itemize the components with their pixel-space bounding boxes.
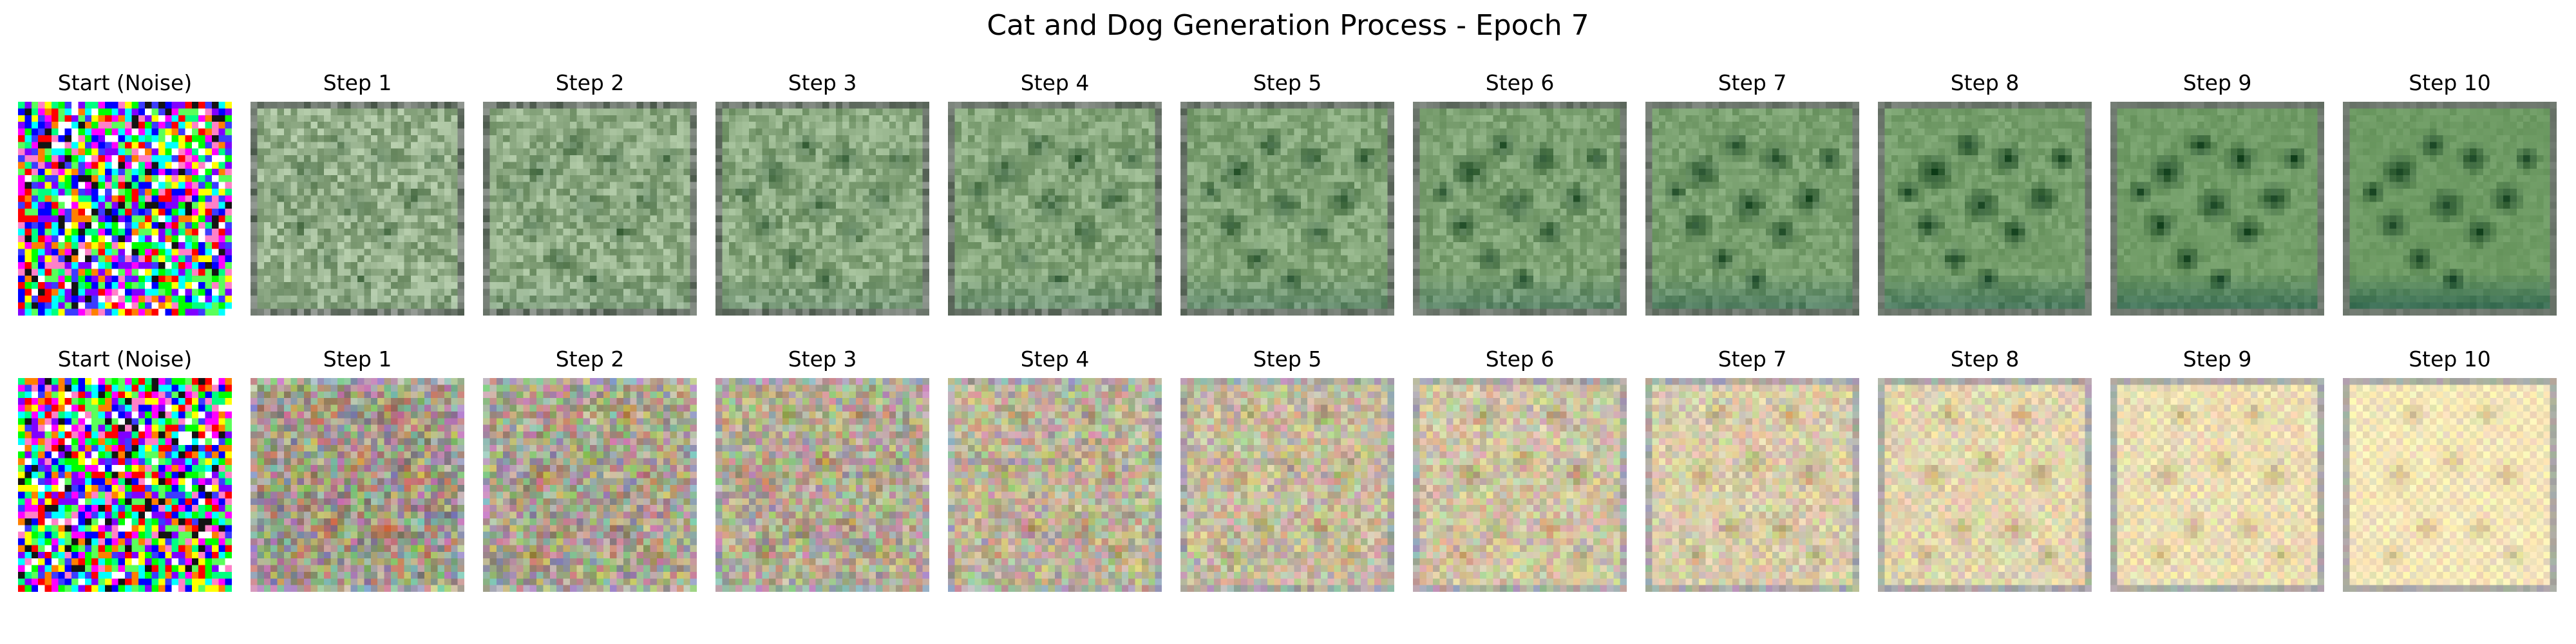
- panel-row2-step-1: Step 1: [251, 345, 464, 615]
- panel-row2-step-9: Step 9: [2110, 345, 2324, 615]
- generated-image: [1413, 102, 1627, 316]
- panel-title: Step 9: [2183, 70, 2252, 95]
- panel-title: Step 6: [1485, 70, 1555, 95]
- panel-title: Step 6: [1485, 346, 1555, 372]
- generated-image: [2343, 102, 2557, 316]
- panel-title: Step 4: [1020, 70, 1090, 95]
- generated-image: [18, 102, 232, 316]
- panel-title: Step 1: [323, 346, 392, 372]
- panel-row1-step-10: Step 10: [2343, 68, 2557, 339]
- generated-image: [948, 378, 1162, 592]
- generated-image: [251, 378, 464, 592]
- panel-title: Start (Noise): [57, 70, 193, 95]
- panel-row2-step-7: Step 7: [1645, 345, 1859, 615]
- panel-title: Step 8: [1950, 346, 2020, 372]
- panel-row2-step-2: Step 2: [483, 345, 697, 615]
- panel-title: Step 8: [1950, 70, 2020, 95]
- panel-title: Step 5: [1253, 70, 1322, 95]
- panel-row1-step-9: Step 9: [2110, 68, 2324, 339]
- generated-image: [948, 102, 1162, 316]
- generated-image: [1180, 378, 1394, 592]
- generated-image: [2110, 378, 2324, 592]
- panel-title: Step 2: [555, 346, 625, 372]
- panel-title: Step 5: [1253, 346, 1322, 372]
- panel-row2-start-noise: Start (Noise): [18, 345, 232, 615]
- generated-image: [715, 378, 929, 592]
- panel-row1-step-5: Step 5: [1180, 68, 1394, 339]
- image-row-green: Start (Noise) Step 1 Step 2 Step 3 Step …: [18, 68, 2558, 339]
- panel-row1-step-2: Step 2: [483, 68, 697, 339]
- panel-title: Step 4: [1020, 346, 1090, 372]
- panel-row1-start-noise: Start (Noise): [18, 68, 232, 339]
- panel-title: Step 7: [1718, 70, 1787, 95]
- figure-title: Cat and Dog Generation Process - Epoch 7: [987, 9, 1589, 42]
- panel-title: Step 3: [788, 346, 857, 372]
- panel-row1-step-8: Step 8: [1878, 68, 2092, 339]
- panel-row2-step-10: Step 10: [2343, 345, 2557, 615]
- panel-row1-step-3: Step 3: [715, 68, 929, 339]
- generated-image: [483, 378, 697, 592]
- panel-title: Step 2: [555, 70, 625, 95]
- panel-row2-step-5: Step 5: [1180, 345, 1394, 615]
- panel-row1-step-7: Step 7: [1645, 68, 1859, 339]
- panel-title: Step 1: [323, 70, 392, 95]
- panel-title: Step 7: [1718, 346, 1787, 372]
- panel-row2-step-6: Step 6: [1413, 345, 1627, 615]
- panel-row1-step-1: Step 1: [251, 68, 464, 339]
- generated-image: [18, 378, 232, 592]
- panel-row1-step-4: Step 4: [948, 68, 1162, 339]
- generated-image: [2110, 102, 2324, 316]
- generated-image: [1180, 102, 1394, 316]
- panel-title: Start (Noise): [57, 346, 193, 372]
- generated-image: [1878, 102, 2092, 316]
- panel-title: Step 10: [2409, 70, 2491, 95]
- generated-image: [483, 102, 697, 316]
- panel-row2-step-3: Step 3: [715, 345, 929, 615]
- generated-image: [1645, 378, 1859, 592]
- panel-title: Step 9: [2183, 346, 2252, 372]
- panel-title: Step 10: [2409, 346, 2491, 372]
- generated-image: [2343, 378, 2557, 592]
- panel-row2-step-4: Step 4: [948, 345, 1162, 615]
- panel-row1-step-6: Step 6: [1413, 68, 1627, 339]
- generated-image: [715, 102, 929, 316]
- panel-row2-step-8: Step 8: [1878, 345, 2092, 615]
- generated-image: [251, 102, 464, 316]
- image-row-beige: Start (Noise) Step 1 Step 2 Step 3 Step …: [18, 345, 2558, 615]
- panel-title: Step 3: [788, 70, 857, 95]
- generated-image: [1878, 378, 2092, 592]
- generated-image: [1413, 378, 1627, 592]
- generated-image: [1645, 102, 1859, 316]
